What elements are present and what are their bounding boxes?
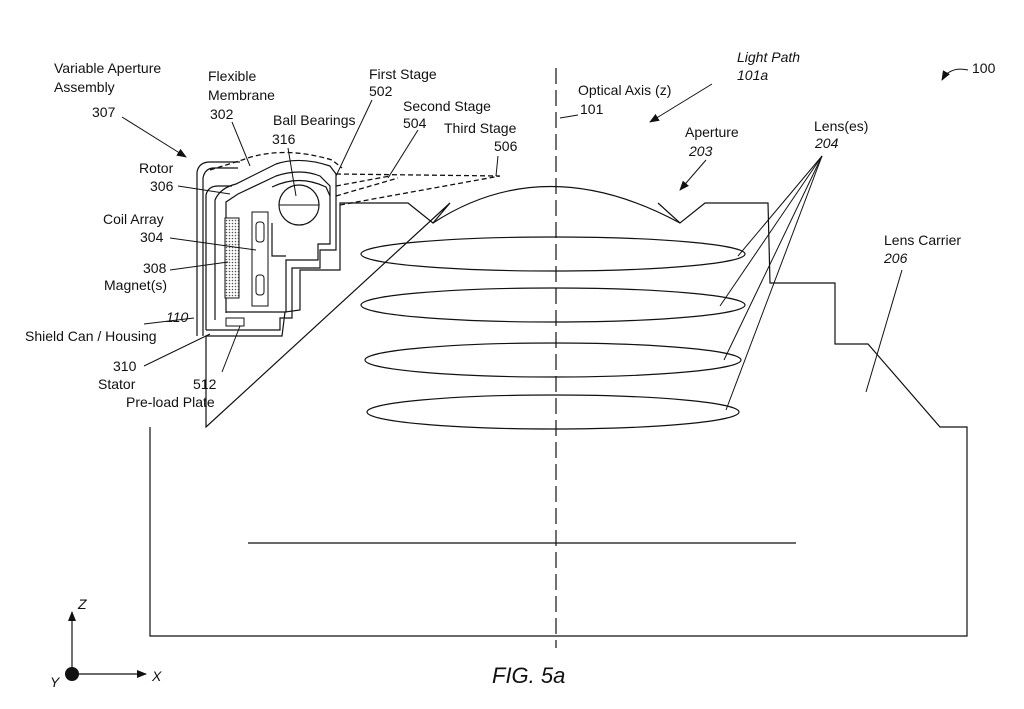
ref-304: 304 — [140, 229, 164, 245]
magnet-leader — [169, 261, 229, 271]
coil-2 — [255, 274, 265, 296]
label-variable-aperture-2: Assembly — [54, 79, 115, 95]
coil-array-leader — [169, 237, 257, 251]
lens-dome — [432, 186, 681, 224]
aperture-arrow — [679, 159, 707, 191]
stator-frame — [205, 185, 337, 331]
stage-blades — [335, 173, 501, 206]
rotor-leader — [177, 185, 231, 195]
ref-203: 203 — [688, 143, 713, 159]
lens-element-1 — [360, 236, 746, 272]
ref-316: 316 — [272, 131, 296, 147]
lens-carrier-outline — [149, 202, 968, 637]
label-first-stage: First Stage — [369, 66, 437, 82]
lens-leader-4 — [725, 155, 823, 411]
lens-element-3 — [364, 342, 742, 378]
label-flexible: Flexible — [208, 68, 256, 84]
ref-502: 502 — [369, 83, 393, 99]
light-path-arrow — [649, 83, 713, 123]
label-optical-axis: Optical Axis (z) — [578, 82, 671, 98]
label-lenses: Lens(es) — [814, 118, 868, 134]
optical-axis-leader — [559, 114, 579, 119]
ref-306: 306 — [150, 178, 174, 194]
ref-307: 307 — [92, 104, 116, 120]
stator-leader — [143, 333, 211, 367]
axis-label-z: Z — [77, 596, 87, 612]
coil-array — [251, 211, 269, 307]
assembly-arrow — [121, 116, 187, 158]
preload-plate — [225, 317, 245, 327]
ref-506: 506 — [494, 138, 518, 154]
membrane-leader — [231, 121, 251, 167]
y-axis-dot — [65, 667, 79, 681]
ref-204: 204 — [814, 135, 839, 151]
label-coil-array: Coil Array — [103, 211, 164, 227]
axis-label-x: X — [151, 668, 162, 684]
preload-leader — [221, 325, 241, 373]
lens-leader-2 — [719, 155, 823, 307]
label-rotor: Rotor — [139, 160, 174, 176]
ref-302: 302 — [210, 106, 234, 122]
second-stage-leader — [387, 129, 419, 179]
label-second-stage: Second Stage — [403, 98, 491, 114]
shield-can — [196, 161, 240, 336]
bearing-race — [271, 179, 331, 257]
label-membrane: Membrane — [208, 87, 275, 103]
ball-bearings-leader — [287, 147, 297, 197]
lens-leader-3 — [723, 155, 823, 361]
shield-can-inner — [202, 167, 238, 336]
label-magnets: Magnet(s) — [104, 277, 167, 293]
axis-label-y: Y — [50, 674, 61, 690]
magnet — [224, 217, 240, 299]
lens-carrier-leader — [865, 269, 903, 393]
lens-leader-1 — [737, 155, 823, 257]
first-stage-leader — [335, 99, 373, 177]
ref-504: 504 — [403, 115, 427, 131]
label-third-stage: Third Stage — [444, 120, 517, 136]
lens-element-4 — [366, 394, 740, 430]
lens-element-2 — [360, 287, 746, 323]
ref-101a: 101a — [737, 67, 768, 83]
label-aperture: Aperture — [685, 124, 739, 140]
ref-512: 512 — [193, 376, 217, 392]
label-light-path: Light Path — [737, 49, 800, 65]
label-stator: Stator — [98, 376, 136, 392]
shield-leader — [143, 317, 195, 325]
ref-100: 100 — [972, 60, 996, 76]
flexible-membrane — [209, 151, 343, 171]
label-shield: Shield Can / Housing — [25, 328, 157, 344]
ref-101: 101 — [580, 101, 604, 117]
ref-100-arrow — [941, 68, 969, 81]
label-variable-aperture-1: Variable Aperture — [54, 60, 161, 76]
label-ball-bearings: Ball Bearings — [273, 112, 356, 128]
ref-110: 110 — [166, 309, 189, 325]
label-preload: Pre-load Plate — [126, 394, 215, 410]
ref-308: 308 — [143, 260, 167, 276]
third-stage-leader — [495, 155, 499, 177]
coil-1 — [255, 221, 265, 243]
ref-206: 206 — [883, 250, 908, 266]
label-lens-carrier: Lens Carrier — [884, 232, 961, 248]
rotor — [214, 159, 337, 320]
figure-caption: FIG. 5a — [492, 663, 565, 688]
ref-310: 310 — [113, 358, 137, 374]
